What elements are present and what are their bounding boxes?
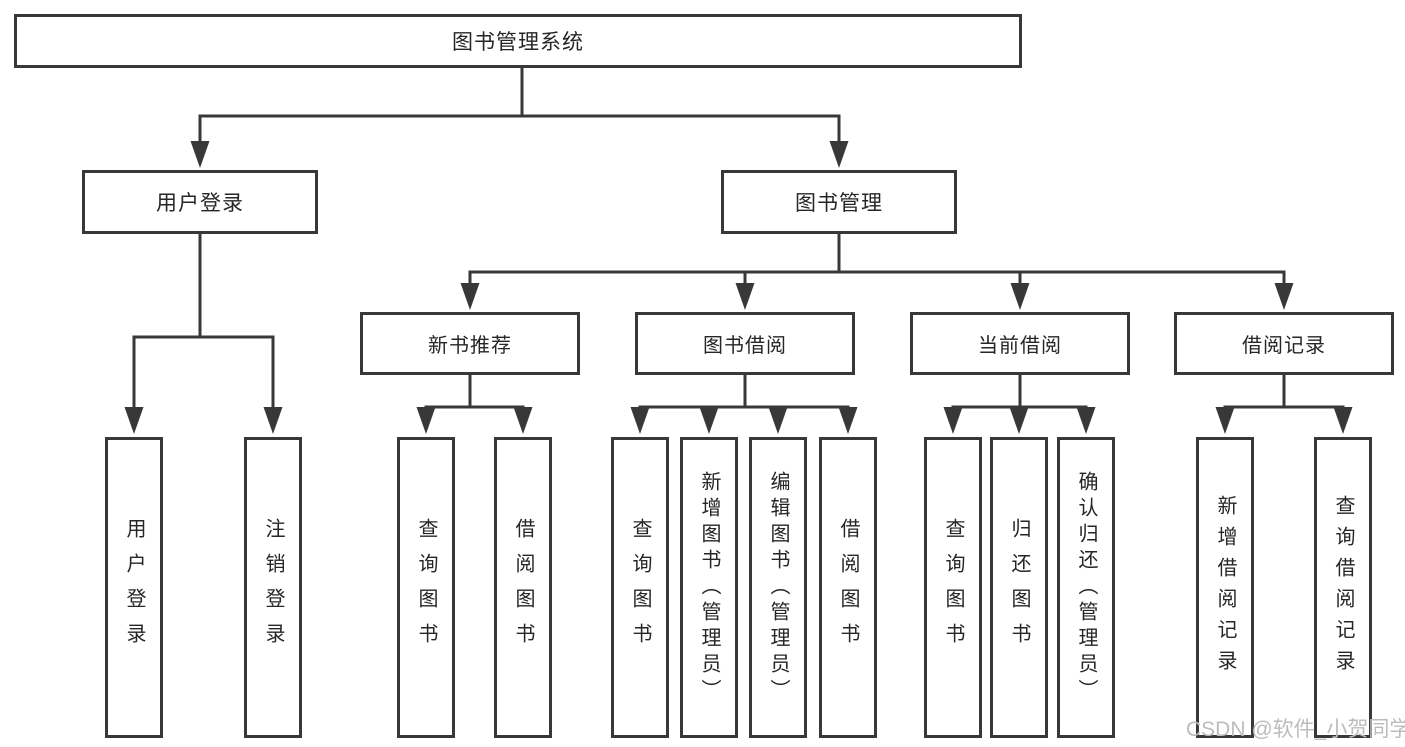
arrowhead <box>1333 407 1353 434</box>
leaf-label: 查询借阅记录 <box>1332 494 1354 681</box>
leaf-label: 新增借阅记录 <box>1214 494 1236 681</box>
leaf-return-book: 归还图书 <box>990 437 1048 738</box>
leaf-borrow-books-1: 借阅图书 <box>494 437 552 738</box>
arrowhead <box>735 283 755 310</box>
arrowhead <box>416 407 436 434</box>
arrowhead <box>263 407 283 434</box>
csdn-watermark: CSDN @软件_小贺同学 <box>1186 718 1405 741</box>
node-new-books: 新书推荐 <box>360 312 580 375</box>
arrowhead <box>190 141 210 168</box>
arrowhead <box>768 407 788 434</box>
leaf-confirm-return-admin: 确认归还（管理员） <box>1057 437 1115 738</box>
connector-root <box>198 68 841 142</box>
arrowhead <box>513 407 533 434</box>
arrowhead <box>1010 283 1030 310</box>
arrowhead <box>124 407 144 434</box>
node-root: 图书管理系统 <box>14 14 1022 68</box>
node-current-borrow: 当前借阅 <box>910 312 1130 375</box>
arrowhead <box>943 407 963 434</box>
leaf-label: 归还图书 <box>1008 517 1030 658</box>
arrowhead <box>1009 407 1029 434</box>
connector-current-borrow <box>951 375 1088 409</box>
node-book-management: 图书管理 <box>721 170 957 234</box>
node-user-login: 用户登录 <box>82 170 318 234</box>
arrowhead <box>460 283 480 310</box>
leaf-query-borrow-record: 查询借阅记录 <box>1314 437 1372 738</box>
arrowhead <box>1215 407 1235 434</box>
connector-borrow-records <box>1223 375 1345 409</box>
leaf-label: 借阅图书 <box>837 517 859 658</box>
leaf-label: 借阅图书 <box>512 517 534 658</box>
arrowhead <box>829 141 849 168</box>
arrowhead <box>838 407 858 434</box>
arrowhead <box>630 407 650 434</box>
leaf-label: 查询图书 <box>415 517 437 658</box>
leaf-edit-book-admin: 编辑图书（管理员） <box>749 437 807 738</box>
leaf-query-books-3: 查询图书 <box>924 437 982 738</box>
arrowhead <box>1076 407 1096 434</box>
leaf-query-books-2: 查询图书 <box>611 437 669 738</box>
connector-new-books <box>424 375 525 409</box>
node-book-borrow: 图书借阅 <box>635 312 855 375</box>
connector-book-borrow <box>638 375 850 409</box>
node-borrow-records: 借阅记录 <box>1174 312 1394 375</box>
leaf-label: 确认归还（管理员） <box>1075 470 1097 705</box>
leaf-label: 新增图书（管理员） <box>698 470 720 705</box>
leaf-user-login: 用户登录 <box>105 437 163 738</box>
leaf-label: 查询图书 <box>942 517 964 658</box>
leaf-add-borrow-record: 新增借阅记录 <box>1196 437 1254 738</box>
arrowhead <box>699 407 719 434</box>
arrowheads <box>124 141 1353 434</box>
connector-user-login <box>132 234 275 409</box>
arrowhead <box>1274 283 1294 310</box>
leaf-add-book-admin: 新增图书（管理员） <box>680 437 738 738</box>
leaf-label: 编辑图书（管理员） <box>767 470 789 705</box>
connector-book-management <box>468 234 1286 285</box>
leaf-borrow-books-2: 借阅图书 <box>819 437 877 738</box>
leaf-label: 用户登录 <box>123 517 145 658</box>
leaf-logout: 注销登录 <box>244 437 302 738</box>
leaf-label: 注销登录 <box>262 517 284 658</box>
leaf-query-books-1: 查询图书 <box>397 437 455 738</box>
leaf-label: 查询图书 <box>629 517 651 658</box>
